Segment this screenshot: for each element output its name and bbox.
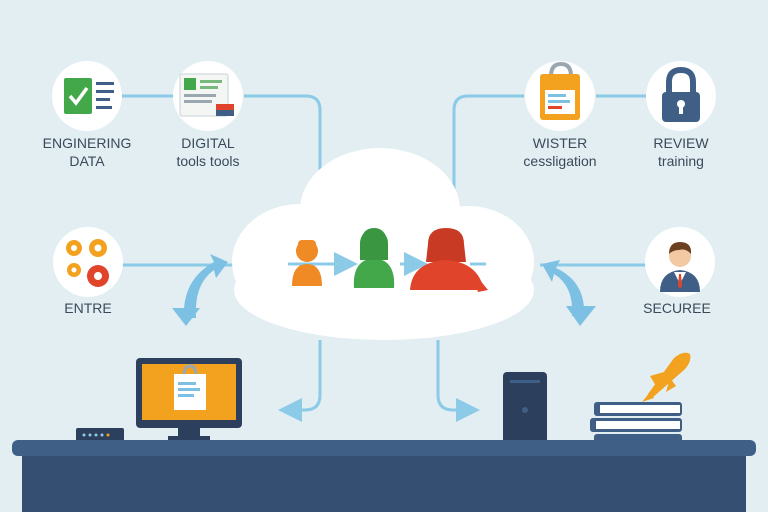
- node-label-engineering: ENGINERING DATA: [12, 134, 162, 170]
- node-label-line: SECUREE: [643, 300, 711, 316]
- node-label-line: training: [658, 153, 704, 169]
- node-label-digital: DIGITAL tools tools: [133, 134, 283, 170]
- lock-document-icon: [525, 61, 595, 131]
- padlock-icon: [646, 61, 716, 131]
- node-label-review: REVIEW training: [606, 134, 756, 170]
- connector-cloud-monitor: [278, 340, 322, 422]
- node-label-line: ENGINERING: [42, 135, 132, 151]
- document-check-icon: [52, 61, 122, 131]
- node-label-line: REVIEW: [653, 135, 709, 151]
- businessman-icon: [645, 227, 715, 297]
- desk: [12, 440, 756, 512]
- orange-person-icon: [292, 240, 322, 286]
- node-label-wister: WISTER cessligation: [485, 134, 635, 170]
- right-sync-arrow-icon: [542, 260, 596, 326]
- connector-digital-cloud: [244, 94, 322, 200]
- node-label-line: WISTER: [532, 135, 588, 151]
- connector-wister-cloud: [452, 94, 524, 196]
- cloud-people-flow: [288, 228, 488, 292]
- router-icon: [76, 428, 124, 442]
- form-document-icon: [173, 61, 243, 131]
- node-label-line: DIGITAL: [181, 135, 235, 151]
- node-label-securee: SECUREE: [602, 299, 752, 317]
- node-label-line: ENTRE: [64, 300, 112, 316]
- connector-cloud-server: [436, 340, 480, 422]
- rocket-icon: [642, 352, 691, 402]
- green-person-icon: [353, 228, 395, 288]
- left-sync-arrow-icon: [172, 254, 228, 326]
- connector-lines: [122, 94, 646, 422]
- node-label-entre: ENTRE: [13, 299, 163, 317]
- gears-icon: [53, 227, 123, 297]
- node-label-line: cessligation: [523, 153, 597, 169]
- node-label-line: tools tools: [176, 153, 240, 169]
- node-label-line: DATA: [69, 153, 105, 169]
- server-tower-icon: [503, 372, 547, 444]
- monitor-icon: [136, 358, 242, 441]
- red-person-icon: [410, 228, 488, 292]
- books-icon: [590, 402, 682, 444]
